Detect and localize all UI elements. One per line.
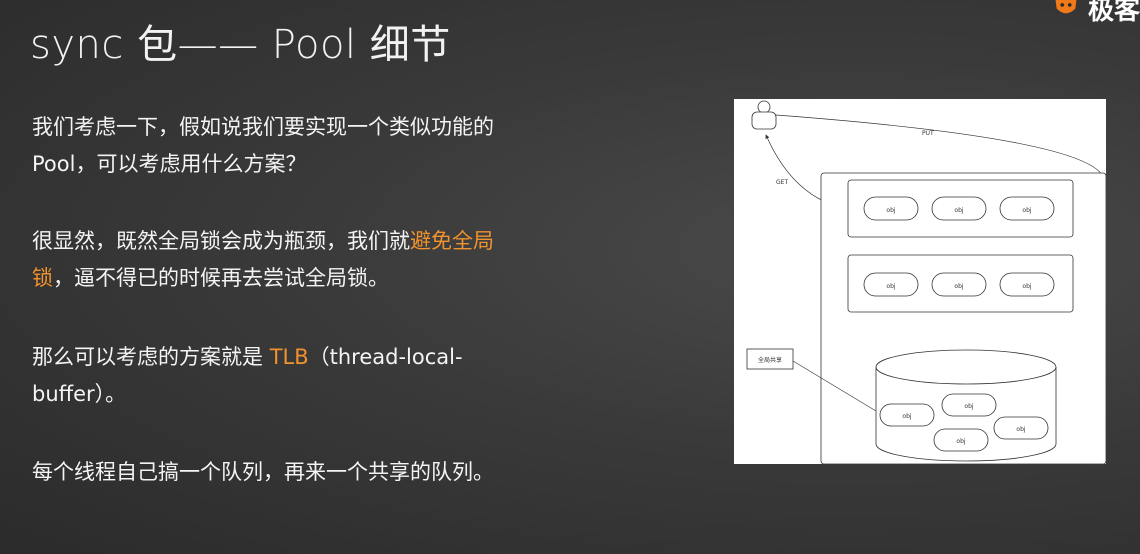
paragraph-4-line-1: 每个线程自己搞一个队列，再来一个共享的队列。 — [32, 460, 494, 484]
paragraph-3-line-2: buffer）。 — [32, 382, 127, 406]
brand: 极客 — [1052, 0, 1140, 22]
paragraph-3-text-b: （thread-local- — [308, 345, 463, 369]
paragraph-2-line-1: 很显然，既然全局锁会成为瓶颈，我们就避免全局 — [32, 223, 592, 260]
pool-diagram: PUT GET obj obj obj obj obj — [734, 99, 1106, 464]
svg-text:obj: obj — [902, 413, 911, 420]
shared-queue-obj: obj — [941, 393, 997, 417]
shared-queue-obj: obj — [879, 403, 935, 427]
svg-text:obj: obj — [1016, 426, 1025, 433]
paragraph-4: 每个线程自己搞一个队列，再来一个共享的队列。 — [32, 454, 592, 491]
paragraph-1: 我们考虑一下，假如说我们要实现一个类似功能的 Pool，可以考虑用什么方案？ — [32, 109, 592, 183]
svg-text:obj: obj — [886, 283, 895, 290]
local-queue-2-obj: obj — [931, 272, 987, 297]
shared-queue-obj: obj — [933, 428, 989, 452]
paragraph-3-text-a: 那么可以考虑的方案就是 — [32, 345, 270, 369]
shared-queue-obj: obj — [993, 416, 1049, 440]
svg-text:obj: obj — [964, 403, 973, 410]
local-queue-1-obj: obj — [931, 196, 987, 221]
svg-text:obj: obj — [1022, 283, 1031, 290]
local-queue-2-obj: obj — [863, 272, 919, 297]
paragraph-2-text-b: ，逼不得已的时候再去尝试全局锁。 — [53, 266, 389, 290]
get-label: GET — [776, 179, 788, 186]
shared-label-box — [746, 348, 794, 370]
shared-connector — [792, 360, 877, 412]
brand-text: 极客 — [1087, 0, 1140, 22]
local-queue-1-obj: obj — [863, 196, 919, 221]
pool-diagram-svg: PUT GET obj obj obj obj obj — [746, 100, 1106, 464]
svg-text:obj: obj — [954, 283, 963, 290]
local-queue-1-obj: obj — [999, 196, 1055, 221]
paragraph-1-line-1: 我们考虑一下，假如说我们要实现一个类似功能的 — [32, 115, 494, 139]
geek-logo-icon — [1055, 0, 1077, 14]
paragraph-3: 那么可以考虑的方案就是 TLB（thread-local- buffer）。 — [32, 339, 592, 413]
svg-text:obj: obj — [956, 438, 965, 445]
svg-text:obj: obj — [886, 207, 895, 214]
slide-title: sync 包—— Pool 细节 — [30, 22, 451, 68]
local-queue-2-obj: obj — [999, 272, 1055, 297]
highlight-avoid-global-lock: 避免全局 — [410, 229, 494, 253]
paragraph-1-line-2: Pool，可以考虑用什么方案？ — [32, 152, 307, 176]
user-actor-icon — [751, 100, 777, 130]
svg-text:obj: obj — [1022, 207, 1031, 214]
paragraph-3-line-1: 那么可以考虑的方案就是 TLB（thread-local- — [32, 339, 592, 376]
highlight-tlb: TLB — [269, 345, 309, 369]
paragraph-2: 很显然，既然全局锁会成为瓶颈，我们就避免全局 锁，逼不得已的时候再去尝试全局锁。 — [32, 223, 592, 297]
highlight-lock: 锁 — [32, 266, 53, 290]
put-label: PUT — [922, 130, 934, 137]
paragraph-2-text-a: 很显然，既然全局锁会成为瓶颈，我们就 — [32, 229, 410, 253]
paragraph-2-line-2: 锁，逼不得已的时候再去尝试全局锁。 — [32, 260, 592, 297]
shared-label: 全局共享 — [758, 356, 782, 364]
svg-text:obj: obj — [954, 207, 963, 214]
